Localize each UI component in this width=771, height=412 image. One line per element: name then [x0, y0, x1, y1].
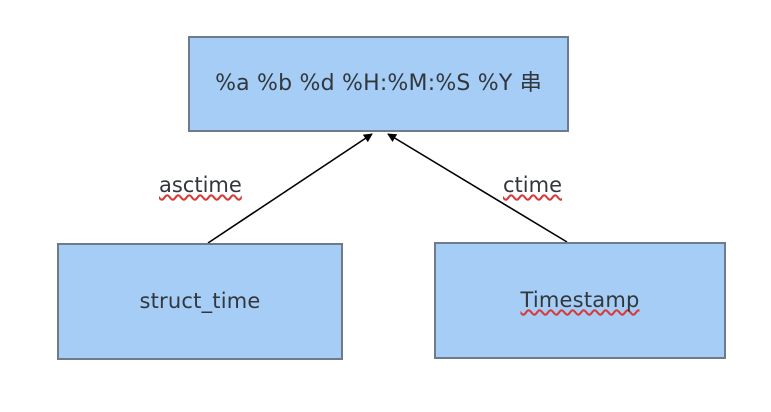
node-format-string-label: %a %b %d %H:%M:%S %Y 串 [215, 70, 542, 96]
node-struct-time-label: struct_time [139, 288, 261, 313]
node-format-string[interactable]: %a %b %d %H:%M:%S %Y 串 [188, 36, 569, 132]
node-timestamp-label: Timestamp [520, 287, 640, 312]
node-timestamp[interactable]: Timestamp [434, 242, 726, 359]
edge-label-asctime: asctime [157, 173, 244, 197]
edge-label-ctime: ctime [501, 173, 564, 197]
node-struct-time[interactable]: struct_time [57, 243, 343, 360]
